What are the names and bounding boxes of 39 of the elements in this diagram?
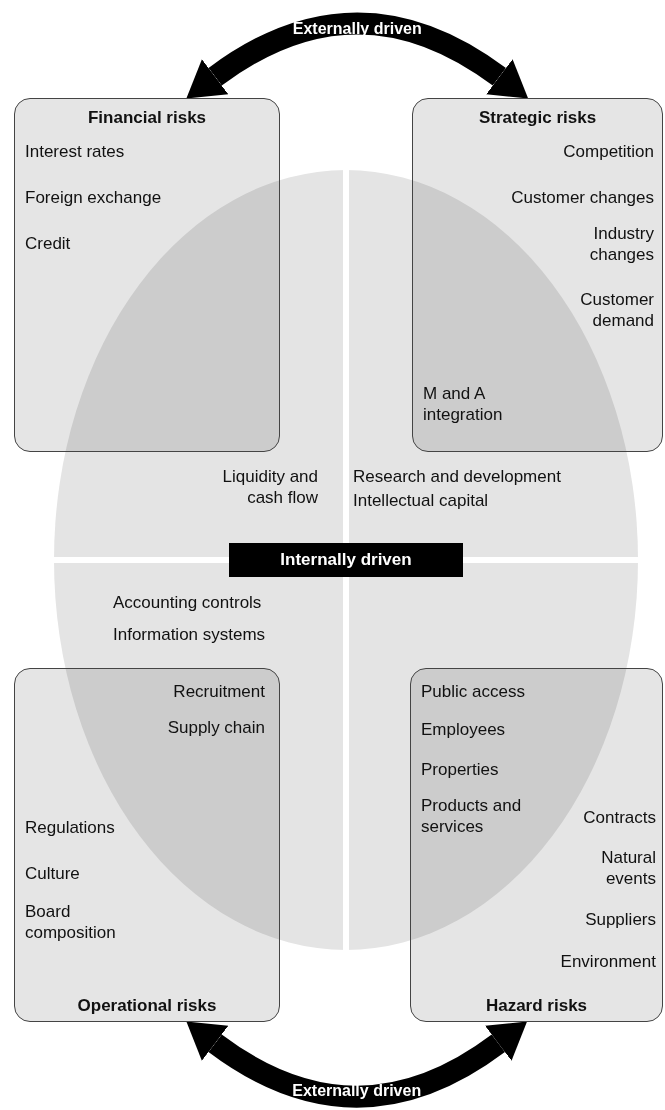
box-heading: Strategic risks	[477, 107, 598, 128]
zone-item: Research and development	[353, 466, 561, 487]
risk-item: Customer changes	[511, 187, 654, 208]
risk-item: Credit	[25, 233, 71, 254]
risk-item: Customer demand	[579, 289, 654, 331]
risk-item: Interest rates	[25, 141, 125, 162]
zone-item: Accounting controls	[113, 592, 262, 613]
edge-label: Externally driven	[292, 20, 422, 38]
box-heading: Operational risks	[76, 995, 218, 1016]
risk-item: Properties	[421, 759, 499, 780]
risk-item: Public access	[421, 681, 525, 702]
zone-item: Liquidity and cash flow	[221, 466, 318, 508]
risk-item: Foreign exchange	[25, 187, 162, 208]
curved-arrow	[185, 1022, 528, 1108]
risk-item: Regulations	[25, 817, 115, 838]
risk-item: Supply chain	[167, 717, 265, 738]
risk-box	[412, 98, 663, 452]
risk-box	[14, 98, 280, 452]
edge-label: Externally driven	[292, 1082, 422, 1100]
risk-item: Board composition	[25, 901, 117, 943]
risk-item: Environment	[560, 951, 656, 972]
risk-item: Suppliers	[585, 909, 656, 930]
zone-item: Intellectual capital	[353, 490, 489, 511]
risk-box	[410, 668, 663, 1022]
risk-item: Products and services	[421, 795, 523, 837]
risk-item: Employees	[421, 719, 506, 740]
risk-item: Industry changes	[588, 223, 654, 265]
risk-box	[14, 668, 280, 1022]
box-heading: Financial risks	[86, 107, 208, 128]
curved-arrow	[185, 12, 529, 98]
box-heading: Hazard risks	[484, 995, 589, 1016]
risk-item: Competition	[563, 141, 654, 162]
risk-item: Contracts	[583, 807, 656, 828]
zone-label: Internally driven	[229, 543, 463, 577]
zone-item: Information systems	[113, 624, 266, 645]
risk-item: Culture	[25, 863, 80, 884]
risk-item: M and A integration	[423, 383, 504, 425]
risk-item: Natural events	[600, 847, 656, 889]
risk-item: Recruitment	[173, 681, 265, 702]
